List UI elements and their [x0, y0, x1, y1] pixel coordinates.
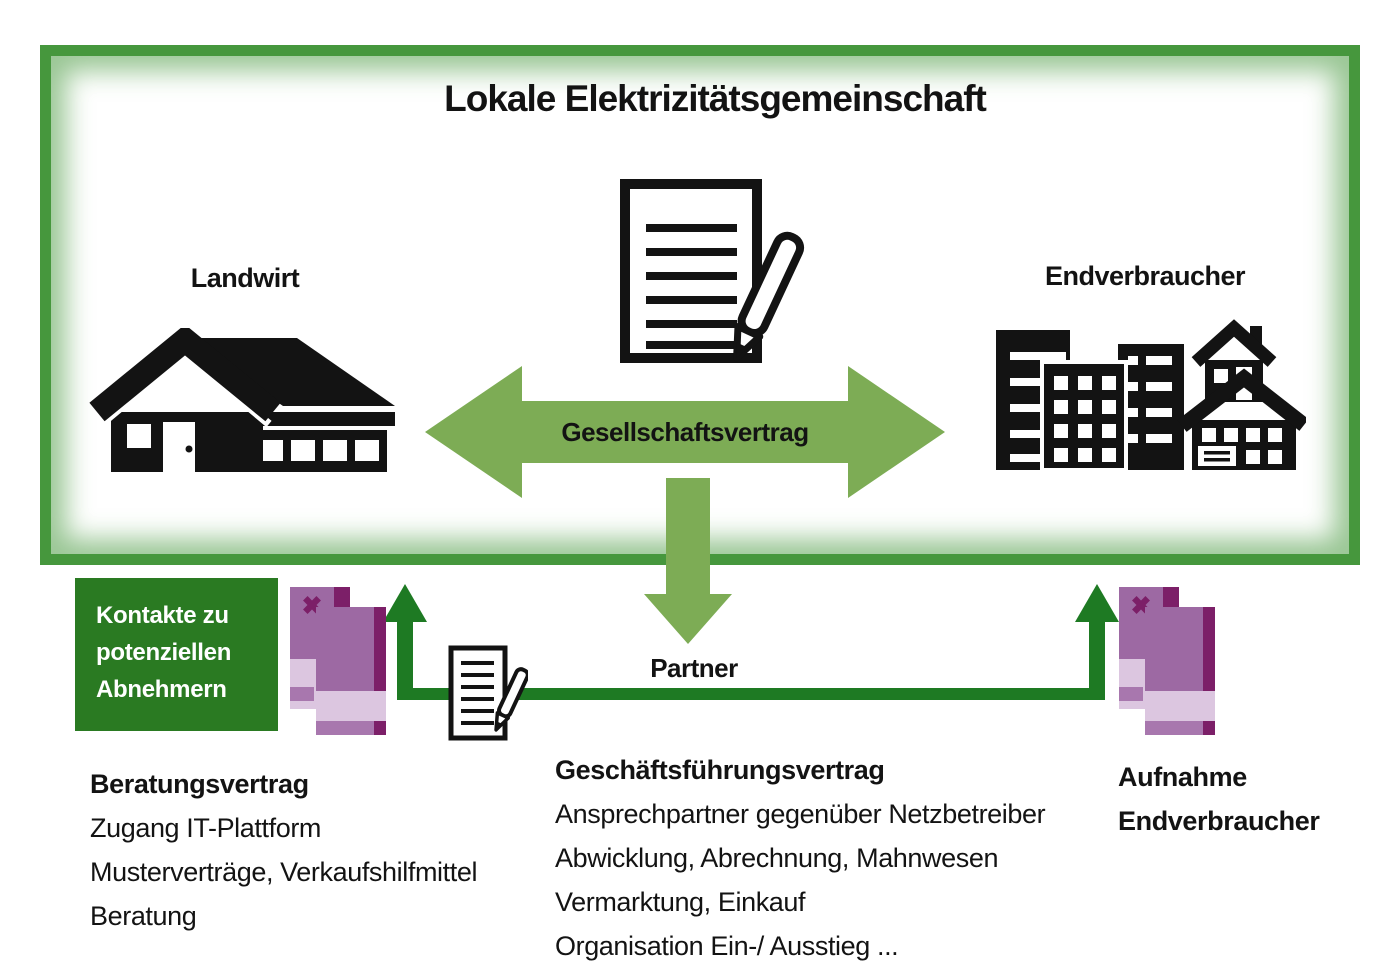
purple-overlapping-cards-icon	[1119, 587, 1215, 735]
beratungsvertrag-item: Beratung	[90, 901, 197, 931]
purple-overlapping-cards-icon	[290, 587, 386, 735]
beratungsvertrag-item: Musterverträge, Verkaufshilfmittel	[90, 857, 478, 887]
document-with-pen-icon	[620, 179, 805, 363]
small-document-with-pen-icon	[448, 645, 528, 741]
farm-building-icon	[89, 328, 395, 472]
geschaeftsfuehrungsvertrag-item: Ansprechpartner gegenüber Netzbetreiber	[555, 799, 1046, 829]
partner-label: Partner	[650, 653, 738, 683]
contacts-box-line: Abnehmern	[96, 676, 227, 703]
page-title: Lokale Elektrizitätsgemeinschaft	[444, 78, 987, 119]
aufnahme-line: Endverbraucher	[1118, 806, 1320, 836]
geschaeftsfuehrungsvertrag-item: Abwicklung, Abrechnung, Mahnwesen	[555, 843, 999, 873]
contacts-box: Kontakte zu potenziellen Abnehmern	[75, 578, 278, 731]
city-buildings-icon	[996, 319, 1306, 472]
down-arrow	[644, 478, 732, 644]
contacts-box-line: Kontakte zu	[96, 602, 229, 629]
beratungsvertrag-title: Beratungsvertrag	[90, 769, 309, 799]
aufnahme-line: Aufnahme	[1118, 762, 1247, 792]
contacts-box-line: potenziellen	[96, 639, 232, 666]
geschaeftsfuehrungsvertrag-item: Vermarktung, Einkauf	[555, 887, 806, 917]
aufnahme-block: Aufnahme Endverbraucher	[1118, 755, 1398, 843]
double-arrow	[425, 366, 945, 498]
geschaeftsfuehrungsvertrag-item: Organisation Ein-/ Ausstieg ...	[555, 931, 899, 961]
geschaeftsfuehrungsvertrag-title: Geschäftsführungsvertrag	[555, 755, 885, 785]
geschaeftsfuehrungsvertrag-block: Geschäftsführungsvertrag Ansprechpartner…	[555, 748, 1075, 961]
gesellschaftsvertrag-label: Gesellschaftsvertrag	[561, 417, 809, 447]
partner-connector-arrows	[383, 584, 1119, 700]
landwirt-label: Landwirt	[190, 263, 300, 293]
beratungsvertrag-block: Beratungsvertrag Zugang IT-Plattform Mus…	[90, 762, 550, 938]
endverbraucher-label: Endverbraucher	[1044, 261, 1246, 291]
beratungsvertrag-item: Zugang IT-Plattform	[90, 813, 321, 843]
